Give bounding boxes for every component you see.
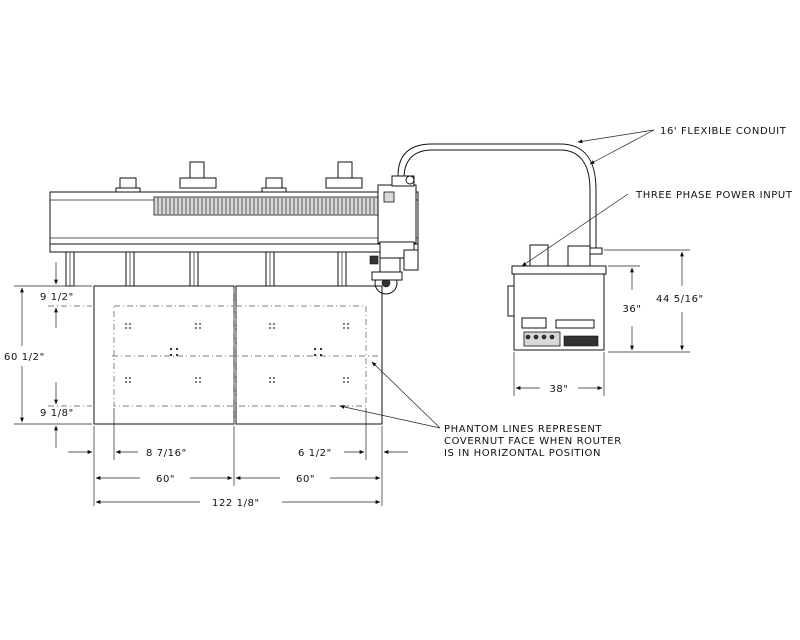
dim-cabinet-width: 38" <box>549 384 568 395</box>
table-hole <box>343 327 345 329</box>
dim-top-margin: 9 1/2" <box>40 292 74 303</box>
dim-right-inset: 6 1/2" <box>298 448 332 459</box>
phantom-note-line1: PHANTOM LINES REPRESENT <box>444 424 602 435</box>
table-hole <box>343 377 345 379</box>
table-hole <box>347 323 349 325</box>
table-right <box>235 285 383 425</box>
table-center-hole <box>175 347 179 351</box>
table-hole <box>199 323 201 325</box>
table-hole <box>269 327 271 329</box>
table-center-hole <box>175 353 179 357</box>
table-hole <box>347 381 349 383</box>
table-hole <box>129 323 131 325</box>
table-hole <box>347 377 349 379</box>
table-hole <box>273 377 275 379</box>
table-hole <box>129 377 131 379</box>
phantom-note-line3: IS IN HORIZONTAL POSITION <box>444 448 601 459</box>
table-hole <box>125 323 127 325</box>
control-cabinet <box>507 244 607 351</box>
table-hole <box>273 381 275 383</box>
table-hole <box>129 327 131 329</box>
table-hole <box>269 377 271 379</box>
dim-left-inset: 8 7/16" <box>146 448 187 459</box>
table-center-hole <box>319 347 323 351</box>
table-hole <box>347 327 349 329</box>
table-hole <box>343 381 345 383</box>
table-left <box>93 285 235 425</box>
table-hole <box>273 323 275 325</box>
dim-bottom-margin: 9 1/8" <box>40 408 74 419</box>
flexible-conduit <box>391 143 603 255</box>
table-hole <box>125 381 127 383</box>
table-hole <box>195 323 197 325</box>
table-hole-pattern <box>125 323 349 383</box>
table-hole <box>199 327 201 329</box>
table-hole <box>269 323 271 325</box>
table-hole <box>129 381 131 383</box>
table-hole <box>125 327 127 329</box>
router-carriage <box>369 184 419 295</box>
table-center-hole <box>313 353 317 357</box>
table-center-hole <box>319 353 323 357</box>
table-hole <box>195 327 197 329</box>
table-hole <box>199 377 201 379</box>
dimension-lines <box>14 249 690 506</box>
table-center-hole <box>169 353 173 357</box>
callout-leaders <box>339 129 655 429</box>
dim-cabinet-overall-height: 44 5/16" <box>656 294 704 305</box>
table-hole <box>273 327 275 329</box>
spindle-heads <box>115 161 363 195</box>
conduit-callout: 16' FLEXIBLE CONDUIT <box>660 126 787 137</box>
dim-left-height: 60 1/2" <box>4 352 45 363</box>
dim-overall-width: 122 1/8" <box>212 498 260 509</box>
phantom-note-line2: COVERNUT FACE WHEN ROUTER <box>444 436 622 447</box>
dim-left-table-width: 60" <box>156 474 175 485</box>
dim-right-table-width: 60" <box>296 474 315 485</box>
table-hole <box>195 377 197 379</box>
gantry-rails <box>65 251 347 287</box>
table-hole <box>195 381 197 383</box>
table-hole <box>343 323 345 325</box>
table-hole <box>125 377 127 379</box>
center-lines <box>48 288 380 424</box>
dim-cabinet-height: 36" <box>622 304 641 315</box>
table-center-hole <box>169 347 173 351</box>
gantry-assembly <box>49 161 419 295</box>
table-center-hole <box>313 347 317 351</box>
power-input-callout: THREE PHASE POWER INPUT <box>635 190 793 201</box>
table-hole <box>199 381 201 383</box>
table-hole <box>269 381 271 383</box>
beam-ribs <box>157 198 375 214</box>
